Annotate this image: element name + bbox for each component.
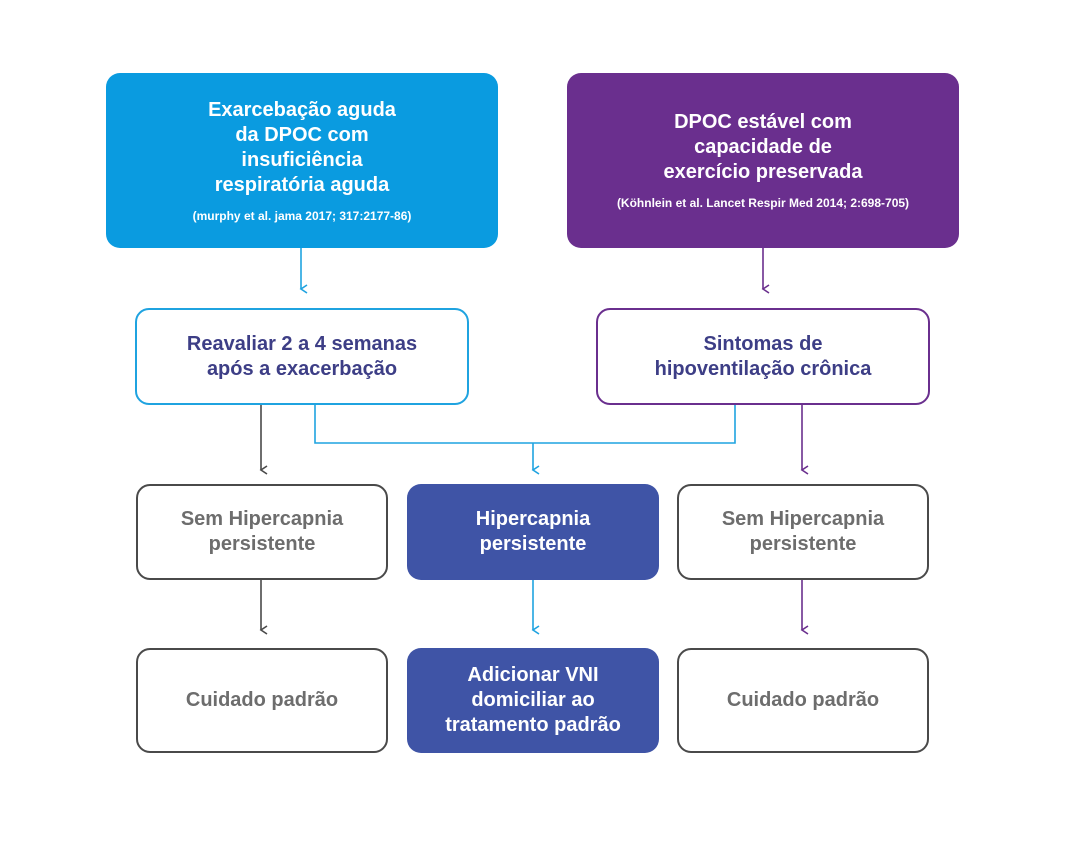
niv-line-2: domiciliar ao: [471, 689, 595, 711]
stable-copd-box: DPOC estável com capacidade de exercício…: [567, 73, 959, 248]
hypercapnia-box: Hipercapnia persistente: [407, 484, 659, 580]
standard-care-left-box: Cuidado padrão: [136, 648, 388, 753]
no-hyper-right-line-2: persistente: [749, 533, 857, 555]
no-hyper-right-line-1: Sem Hipercapnia: [721, 508, 885, 530]
stable-line-3: exercício preservada: [663, 161, 863, 183]
niv-line-3: tratamento padrão: [445, 714, 621, 736]
arrow-merge-to-hyper: [314, 405, 736, 444]
no-hyper-left-line-1: Sem Hipercapnia: [180, 508, 344, 530]
acute-exacerbation-box: Exarcebação aguda da DPOC com insuficiên…: [106, 73, 498, 248]
home-niv-box: Adicionar VNI domiciliar ao tratamento p…: [407, 648, 659, 753]
niv-line-1: Adicionar VNI: [467, 664, 599, 686]
hyper-line-1: Hipercapnia: [475, 508, 591, 530]
symptoms-line-2: hipoventilação crônica: [654, 357, 872, 380]
stable-line-1: DPOC estável com: [674, 111, 852, 133]
reassess-line-1: Reavaliar 2 a 4 semanas: [186, 332, 418, 355]
symptoms-line-1: Sintomas de: [703, 332, 823, 355]
standard-care-right-box: Cuidado padrão: [677, 648, 929, 753]
hyper-line-2: persistente: [479, 533, 587, 555]
acute-line-1: Exarcebação aguda: [208, 98, 396, 121]
acute-line-4: respiratória aguda: [214, 173, 390, 196]
no-hypercapnia-right-box: Sem Hipercapnia persistente: [677, 484, 929, 580]
reassess-box: Reavaliar 2 a 4 semanas após a exacerbaç…: [135, 308, 469, 405]
reassess-line-2: após a exacerbação: [206, 357, 398, 380]
care-right-line-1: Cuidado padrão: [726, 689, 880, 711]
no-hyper-left-line-2: persistente: [208, 533, 316, 555]
care-left-line-1: Cuidado padrão: [185, 689, 339, 711]
stable-reference: (Köhnlein et al. Lancet Respir Med 2014;…: [616, 196, 910, 210]
stable-line-2: capacidade de: [694, 136, 832, 158]
acute-line-3: insuficiência: [241, 148, 363, 171]
no-hypercapnia-left-box: Sem Hipercapnia persistente: [136, 484, 388, 580]
acute-line-2: da DPOC com: [235, 123, 369, 146]
symptoms-box: Sintomas de hipoventilação crônica: [596, 308, 930, 405]
acute-reference: (murphy et al. jama 2017; 317:2177-86): [192, 208, 412, 223]
